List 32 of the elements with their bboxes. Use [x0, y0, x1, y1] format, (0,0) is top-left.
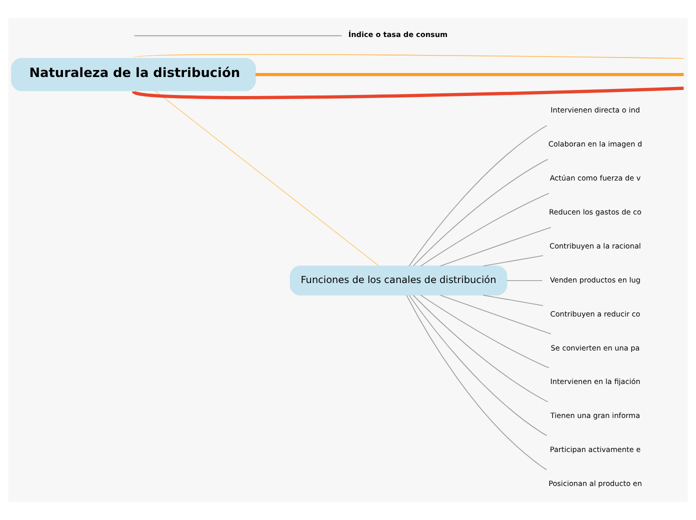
node-text: Reducen los gastos de co	[549, 208, 642, 217]
node-text: Se convierten en una pa	[550, 343, 640, 352]
connector	[412, 159, 548, 266]
connector	[440, 226, 552, 266]
connector	[255, 72, 684, 76]
connector	[408, 294, 548, 436]
node-text: Índice o tasa de consum	[348, 30, 448, 39]
connector	[406, 294, 547, 470]
node-text: Contribuyen a reducir co	[550, 309, 640, 318]
node-text: Venden productos en lug	[550, 275, 641, 284]
node-box: Funciones de los canales de distribución	[290, 266, 508, 296]
connector	[133, 86, 684, 100]
node-text: Intervienen directa o ind	[550, 106, 640, 115]
node-text: Posicionan al producto en	[548, 479, 642, 488]
node-text: Intervienen en la fijación	[550, 377, 640, 386]
connector	[482, 255, 544, 266]
connector	[134, 35, 342, 36]
connector	[506, 280, 543, 281]
connector	[420, 294, 550, 368]
node-box: Naturaleza de la distribución	[11, 58, 256, 92]
connector	[133, 54, 684, 59]
node-text: Actúan como fuerza de v	[550, 174, 641, 183]
node-text: Participan activamente e	[550, 445, 641, 454]
connector	[482, 294, 544, 306]
connector	[440, 294, 552, 334]
node-text: Contribuyen a la racional	[550, 241, 641, 250]
connector	[420, 193, 550, 266]
node-text: Colaboran en la imagen d	[548, 140, 642, 149]
node-text: Tienen una gran informa	[550, 411, 640, 420]
connector	[408, 125, 548, 266]
connector	[412, 294, 548, 402]
connector	[154, 90, 380, 266]
